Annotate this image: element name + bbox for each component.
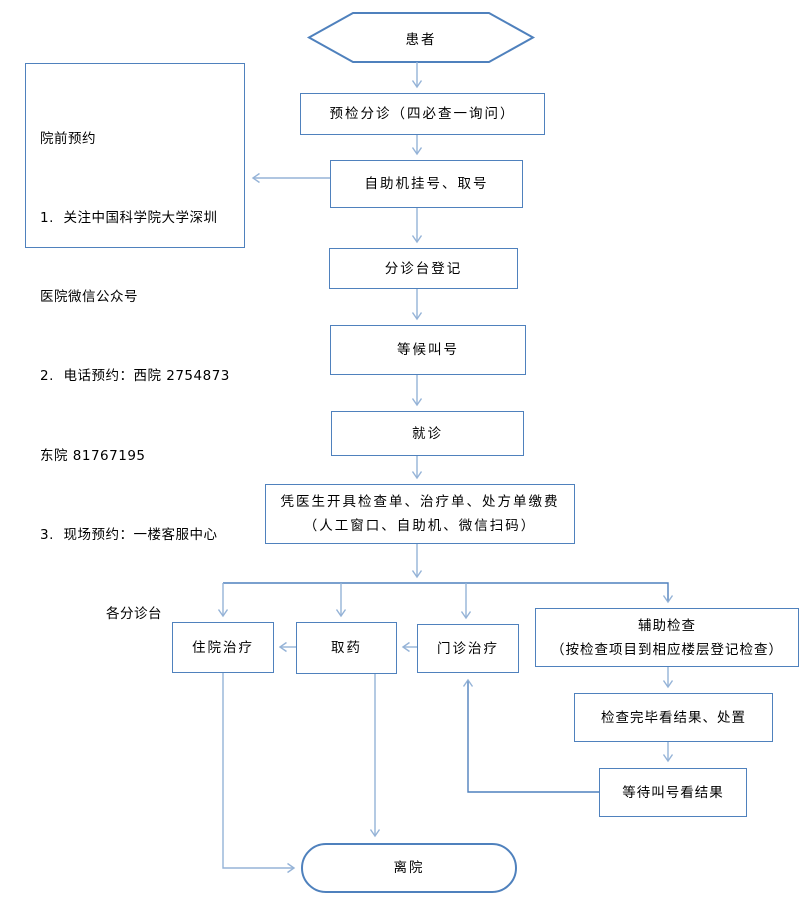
node-leave: 离院 <box>301 843 517 893</box>
node-self-machine: 自助机挂号、取号 <box>330 160 523 208</box>
node-consult: 就诊 <box>331 411 524 456</box>
node-wait-call-label: 等候叫号 <box>397 342 459 358</box>
node-outpatient: 门诊治疗 <box>417 624 519 673</box>
pre-appointment-note: 院前预约 1. 关注中国科学院大学深圳 医院微信公众号 2. 电话预约：西院 2… <box>25 63 245 622</box>
node-aux-exam-line2: （按检查项目到相应楼层登记检查） <box>551 641 783 658</box>
note-line: 1. 关注中国科学院大学深圳 <box>40 210 218 227</box>
node-pay-line1: 凭医生开具检查单、治疗单、处方单缴费 <box>280 494 560 510</box>
note-line: 东院 81767195 <box>40 447 146 464</box>
node-inpatient-label: 住院治疗 <box>192 639 254 656</box>
node-register-label: 分诊台登记 <box>384 260 463 277</box>
note-line: 2. 电话预约：西院 2754873 <box>40 368 230 385</box>
node-triage-label: 预检分诊（四必查一询问） <box>329 106 516 122</box>
node-exam-result: 检查完毕看结果、处置 <box>574 693 773 742</box>
node-wait-result-label: 等待叫号看结果 <box>622 784 724 801</box>
edge-pay-auxexam <box>223 582 674 604</box>
node-wait-call: 等候叫号 <box>330 325 526 375</box>
node-patient: 患者 <box>309 13 533 62</box>
node-pharmacy: 取药 <box>296 622 397 674</box>
note-line: 3. 现场预约：一楼客服中心 <box>40 526 218 543</box>
node-inpatient: 住院治疗 <box>172 622 274 673</box>
node-outpatient-label: 门诊治疗 <box>437 640 499 657</box>
node-wait-result: 等待叫号看结果 <box>599 768 747 817</box>
node-pay-line2: （人工窗口、自助机、微信扫码） <box>303 518 537 534</box>
node-pay: 凭医生开具检查单、治疗单、处方单缴费 （人工窗口、自助机、微信扫码） <box>265 484 575 544</box>
node-pharmacy-label: 取药 <box>331 640 362 656</box>
note-line: 各分诊台 <box>106 606 162 623</box>
edge-waitresult-outpatient <box>462 678 599 793</box>
node-patient-label: 患者 <box>405 31 437 48</box>
node-self-machine-label: 自助机挂号、取号 <box>364 176 489 192</box>
node-exam-result-label: 检查完毕看结果、处置 <box>601 709 746 726</box>
note-line: 院前预约 <box>40 130 96 147</box>
patient-hexagon-shape <box>306 12 536 63</box>
edge-inpatient-leave <box>222 673 296 874</box>
node-triage: 预检分诊（四必查一询问） <box>300 93 545 135</box>
node-consult-label: 就诊 <box>412 425 443 442</box>
node-aux-exam: 辅助检查 （按检查项目到相应楼层登记检查） <box>535 608 799 667</box>
node-register: 分诊台登记 <box>329 248 518 289</box>
node-aux-exam-line1: 辅助检查 <box>638 617 696 634</box>
note-line: 医院微信公众号 <box>40 289 138 306</box>
node-leave-label: 离院 <box>393 860 425 876</box>
